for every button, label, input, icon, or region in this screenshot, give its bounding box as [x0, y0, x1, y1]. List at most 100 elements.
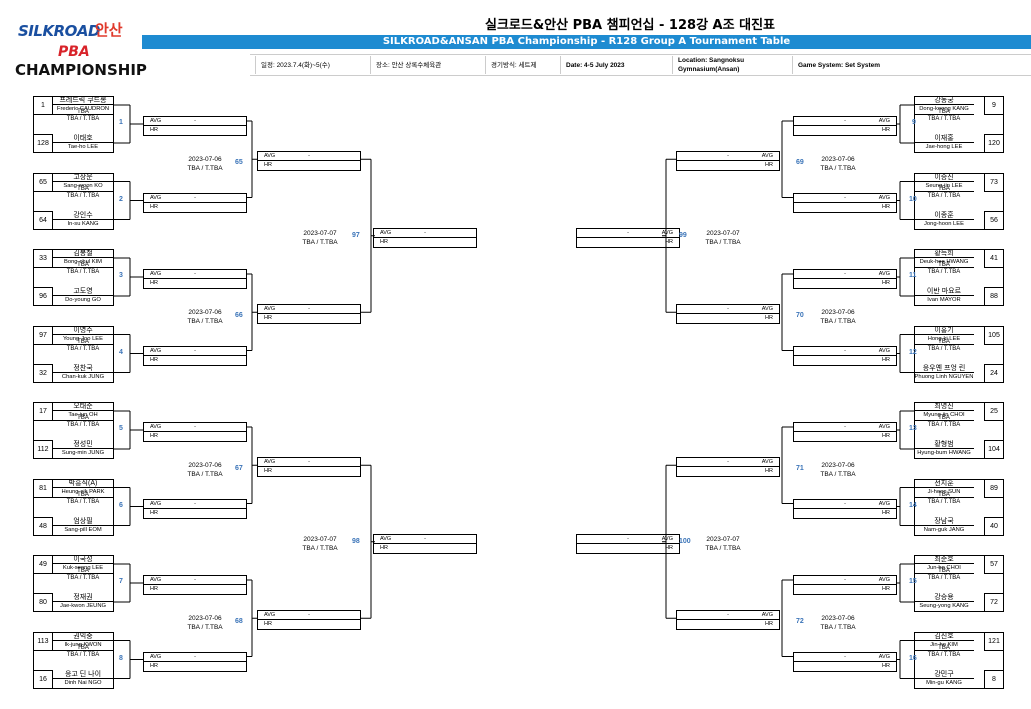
avg-value: -: [727, 306, 729, 313]
avg-row: AVG-: [794, 500, 896, 509]
player-name-ko: 이영주: [53, 326, 113, 335]
match-date: 2023-07-06: [821, 309, 855, 317]
info-system-ko: 경기방식: 세트제: [485, 56, 558, 74]
score-box: AVG-HR: [676, 304, 780, 325]
info-bar: [250, 54, 1031, 76]
avg-row: AVG-: [144, 500, 246, 509]
hr-row: HR: [794, 509, 896, 518]
avg-row: AVG-: [144, 270, 246, 279]
match-time: TBA / T.TBA: [187, 471, 223, 479]
player-seed: 40: [984, 516, 1004, 536]
match-time: TBA / T.TBA: [187, 624, 223, 632]
match-time: TBA / T.TBA: [302, 238, 338, 246]
avg-row: AVG-: [794, 194, 896, 203]
hr-label: HR: [882, 433, 890, 439]
avg-label: AVG: [150, 424, 162, 430]
match-date: 2023-07-06: [188, 156, 222, 164]
score-box: AVG-HR: [143, 422, 247, 442]
player-name-ko: 엄상필: [53, 517, 113, 526]
avg-row: AVG-: [794, 423, 896, 432]
player-seed: 97: [33, 325, 53, 345]
hr-row: HR: [577, 238, 679, 247]
avg-label: AVG: [150, 271, 162, 277]
avg-label: AVG: [264, 153, 276, 160]
avg-label: AVG: [878, 118, 890, 124]
tba-label: TBA: [938, 644, 950, 651]
avg-row: AVG-: [677, 152, 779, 162]
avg-row: AVG-: [258, 305, 360, 315]
player-seed: 65: [33, 172, 53, 192]
score-box: AVG-HR: [793, 422, 897, 442]
avg-value: -: [844, 194, 846, 201]
player-name-en: Jae-kwon JEUNG: [59, 603, 107, 609]
hr-label: HR: [380, 544, 388, 551]
hr-label: HR: [150, 127, 158, 133]
hr-row: HR: [144, 662, 246, 671]
avg-value: -: [844, 577, 846, 583]
match-number: 2: [119, 195, 123, 203]
hr-label: HR: [882, 356, 890, 363]
tba-label: TBA: [938, 415, 950, 421]
player-seed: 64: [33, 210, 53, 230]
player-name-en: Bong-chul KIM: [63, 259, 103, 265]
hr-row: HR: [144, 203, 246, 212]
tba-label: TBA: [938, 185, 950, 192]
player-name-en: Hyung-bum HWANG: [917, 450, 971, 456]
avg-label: AVG: [761, 459, 773, 466]
score-box: AVG-HR: [793, 116, 897, 136]
match-date: 2023-07-07: [303, 229, 337, 237]
avg-row: AVG-: [374, 535, 476, 544]
score-box: AVG-HR: [793, 651, 897, 672]
player-name-en: In-su KANG: [67, 220, 99, 227]
avg-label: AVG: [761, 306, 773, 313]
avg-label: AVG: [150, 118, 162, 124]
hr-label: HR: [150, 203, 158, 210]
avg-value: -: [727, 612, 729, 619]
match-number: 11: [909, 272, 917, 279]
player-seed: 41: [984, 249, 1004, 268]
player-name-ko: 이국성: [53, 555, 113, 564]
tba-label: TBA: [77, 109, 89, 115]
player-name-en: Kuk-seong LEE: [62, 565, 104, 571]
hr-row: HR: [577, 544, 679, 553]
match-number: 4: [119, 348, 123, 356]
player-name-ko: 이승진: [914, 173, 974, 182]
match-number: 65: [235, 159, 243, 167]
avg-row: AVG-: [144, 423, 246, 432]
silkroad-logo: SILKROAD: [18, 22, 100, 40]
score-box: AVG-HR: [373, 227, 477, 248]
tba-label: TBA: [77, 491, 89, 498]
player-seed: 24: [984, 363, 1004, 383]
player-name-ko: 김봉철: [53, 249, 113, 258]
player-name-ko: 황득희: [914, 249, 974, 258]
hr-label: HR: [882, 662, 890, 669]
avg-value: -: [194, 347, 196, 354]
hr-label: HR: [150, 509, 158, 516]
tba-label: TBA: [938, 338, 950, 345]
score-box: AVG-HR: [257, 457, 361, 478]
avg-value: -: [308, 612, 310, 619]
avg-label: AVG: [878, 424, 890, 430]
hr-row: HR: [144, 432, 246, 441]
match-number: 9: [912, 119, 916, 126]
tba-label: TBA / T.TBA: [66, 651, 100, 658]
tba-label: TBA / T.TBA: [927, 575, 961, 581]
avg-value: -: [727, 153, 729, 160]
